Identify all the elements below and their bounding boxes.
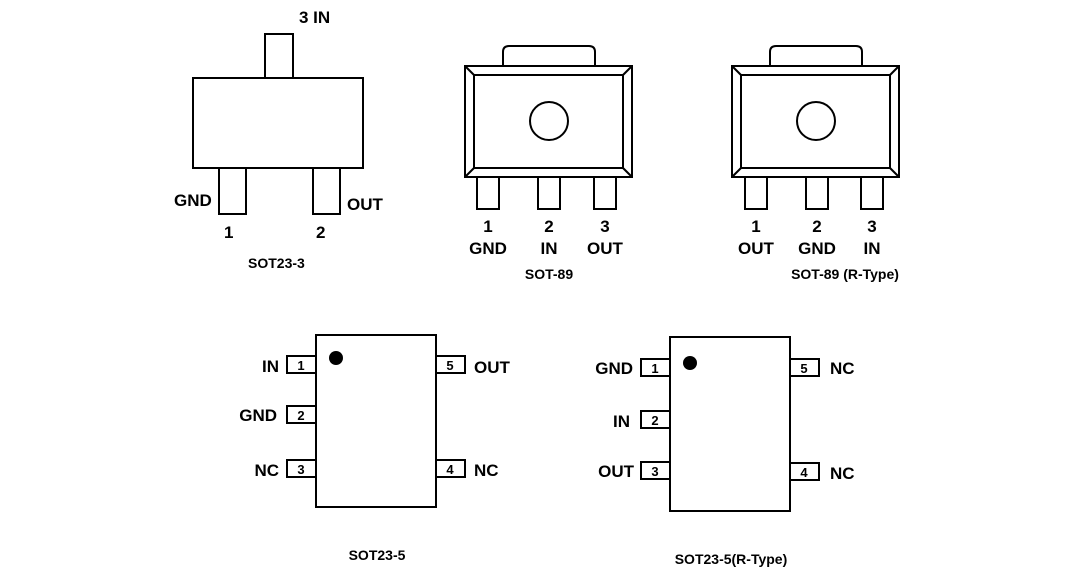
sot-89-pin2-name: IN [541, 239, 558, 258]
sot23-5-pin3-number: 3 [297, 462, 304, 477]
sot23-5-r-pin4-number: 4 [800, 465, 808, 480]
sot23-5-r-pin4-name: NC [830, 464, 855, 483]
sot23-3-body [192, 77, 364, 169]
sot23-5-r-pin2-lead [640, 410, 671, 429]
sot-89-r-pin1-name: OUT [738, 239, 775, 258]
sot23-3-pin3-lead [264, 33, 294, 80]
sot-89-caption: SOT-89 [525, 266, 573, 282]
sot-89-r-pin2-number: 2 [812, 217, 821, 236]
sot-89-body-inner [473, 74, 624, 169]
sot23-3-caption: SOT23-3 [248, 255, 305, 271]
sot-89-r-pin3-lead [860, 176, 884, 210]
sot23-5-pin2-number: 2 [297, 408, 304, 423]
sot-89-pin2-number: 2 [544, 217, 553, 236]
sot23-5-r-pin3-name: OUT [598, 462, 635, 481]
sot23-3-package [192, 33, 364, 215]
sot-89-r-pin2-lead [805, 176, 829, 210]
sot23-5-pin4-name: NC [474, 461, 499, 480]
sot23-5-r-pin1-lead [640, 358, 671, 377]
sot-89-r-body [731, 65, 900, 178]
sot23-5-r-pin3-number: 3 [651, 464, 658, 479]
sot23-5-pin5-number: 5 [446, 358, 453, 373]
sot-89-body [464, 65, 633, 178]
sot-89-pin3-number: 3 [600, 217, 609, 236]
sot23-5-pin5-lead [435, 355, 466, 374]
sot23-5-r-pin5-lead [789, 358, 820, 377]
sot-89-r-pin3-number: 3 [867, 217, 876, 236]
sot23-5-pin4-number: 4 [446, 462, 454, 477]
sot23-3-pin3-label: 3 IN [299, 8, 330, 27]
sot23-5-r-pin3-lead [640, 461, 671, 480]
sot-89-package [464, 45, 633, 210]
sot23-5-pin1-number: 1 [297, 358, 304, 373]
sot23-3-pin2-name: OUT [347, 195, 384, 214]
sot-89-r-pin1-lead [744, 176, 768, 210]
sot-89-pin1-number: 1 [483, 217, 492, 236]
sot23-3-pin2-lead [312, 167, 341, 215]
sot23-5-r-pin1-name: GND [595, 359, 633, 378]
sot23-5-pin5-name: OUT [474, 358, 511, 377]
sot-89-pin1-name: GND [469, 239, 507, 258]
sot23-5-pin1-dot [329, 351, 343, 365]
sot-89-mount-hole [529, 101, 569, 141]
sot-89-r-pin2-name: GND [798, 239, 836, 258]
sot23-5-pin2-name: GND [239, 406, 277, 425]
sot23-5-pin1-name: IN [262, 357, 279, 376]
sot-89-tab [502, 45, 596, 66]
sot23-5-r-pin2-number: 2 [651, 413, 658, 428]
sot23-5-caption: SOT23-5 [349, 547, 406, 563]
sot-89-pin2-lead [537, 176, 561, 210]
sot23-3-pin1-lead [218, 167, 247, 215]
sot23-5-pin1-lead [286, 355, 317, 374]
sot23-5-r-pin1-dot [683, 356, 697, 370]
sot-89-pin3-lead [593, 176, 617, 210]
sot23-5-r-pin2-name: IN [613, 412, 630, 431]
sot-89-r-body-inner [740, 74, 891, 169]
sot-89-r-caption: SOT-89 (R-Type) [791, 266, 899, 282]
sot23-5-pin3-name: NC [254, 461, 279, 480]
sot23-5-r-package [640, 336, 820, 512]
sot-89-r-package [731, 45, 900, 210]
sot23-5-r-pin5-name: NC [830, 359, 855, 378]
sot23-3-pin1-name: GND [174, 191, 212, 210]
sot23-3-pin1-number: 1 [224, 223, 233, 242]
sot-89-pin1-lead [476, 176, 500, 210]
sot23-5-package [286, 334, 466, 508]
sot-89-r-tab [769, 45, 863, 66]
sot23-5-r-pin5-number: 5 [800, 361, 807, 376]
sot23-5-pin2-lead [286, 405, 317, 424]
sot-89-r-pin1-number: 1 [751, 217, 760, 236]
sot23-5-r-caption: SOT23-5(R-Type) [675, 551, 788, 567]
sot-89-r-pin3-name: IN [864, 239, 881, 258]
sot-89-pin3-name: OUT [587, 239, 624, 258]
sot23-5-pin3-lead [286, 459, 317, 478]
sot23-3-pin2-number: 2 [316, 223, 325, 242]
sot-89-r-mount-hole [796, 101, 836, 141]
sot23-5-pin4-lead [435, 459, 466, 478]
sot23-5-r-pin4-lead [789, 462, 820, 481]
sot23-5-r-pin1-number: 1 [651, 361, 658, 376]
